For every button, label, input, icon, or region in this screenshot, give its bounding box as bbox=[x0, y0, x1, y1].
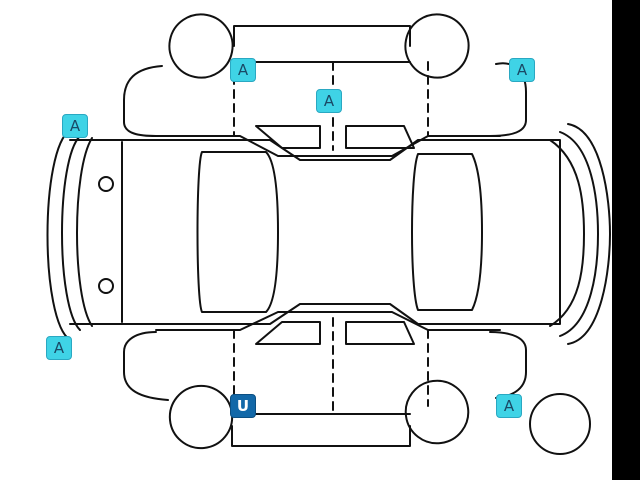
bottom-wheel-right bbox=[404, 379, 470, 445]
marker-front-right-wheel[interactable]: A bbox=[509, 58, 535, 82]
front-glass bbox=[411, 153, 483, 311]
marker-right-rear-wheel[interactable]: A bbox=[496, 394, 522, 418]
bottom-body-line-right bbox=[489, 331, 527, 399]
bottom-body-upper bbox=[155, 311, 501, 331]
bottom-roof-panel bbox=[231, 425, 411, 447]
marker-left-side-lower[interactable]: U bbox=[230, 394, 256, 418]
top-roof-panel bbox=[233, 25, 411, 47]
plan-view bbox=[46, 123, 611, 345]
top-window-right bbox=[345, 125, 415, 149]
bottom-wheel-left bbox=[168, 384, 234, 450]
rear-glass bbox=[196, 151, 279, 313]
bottom-window-left bbox=[255, 321, 321, 345]
rear-bumper-line-3 bbox=[76, 137, 93, 327]
marker-rear-left-bumper[interactable]: A bbox=[62, 114, 88, 138]
front-bumper-outer bbox=[567, 123, 611, 345]
rear-light-top bbox=[98, 176, 114, 192]
marker-front-left-wheel[interactable]: A bbox=[230, 58, 256, 82]
plan-body-outline bbox=[69, 139, 561, 325]
top-window-left bbox=[255, 125, 321, 149]
top-body-upper bbox=[155, 135, 501, 157]
bottom-window-right bbox=[345, 321, 415, 345]
right-edge-bar bbox=[612, 0, 640, 480]
rear-bumper-outer bbox=[46, 129, 71, 341]
top-wheel-left bbox=[168, 13, 234, 79]
marker-roof-center[interactable]: A bbox=[316, 89, 342, 113]
marker-front-left-bumper[interactable]: A bbox=[46, 336, 72, 360]
bottom-side-view bbox=[123, 311, 591, 455]
top-wheel-right bbox=[404, 13, 470, 79]
top-side-view bbox=[123, 13, 527, 157]
bottom-body-line-left bbox=[123, 331, 169, 401]
rear-light-bottom bbox=[98, 278, 114, 294]
front-bumper-inner bbox=[559, 131, 599, 337]
rear-bumper-inner bbox=[61, 135, 81, 331]
bottom-wheel-far-right bbox=[529, 393, 591, 455]
top-body-line bbox=[123, 65, 163, 137]
front-grille bbox=[549, 139, 585, 327]
